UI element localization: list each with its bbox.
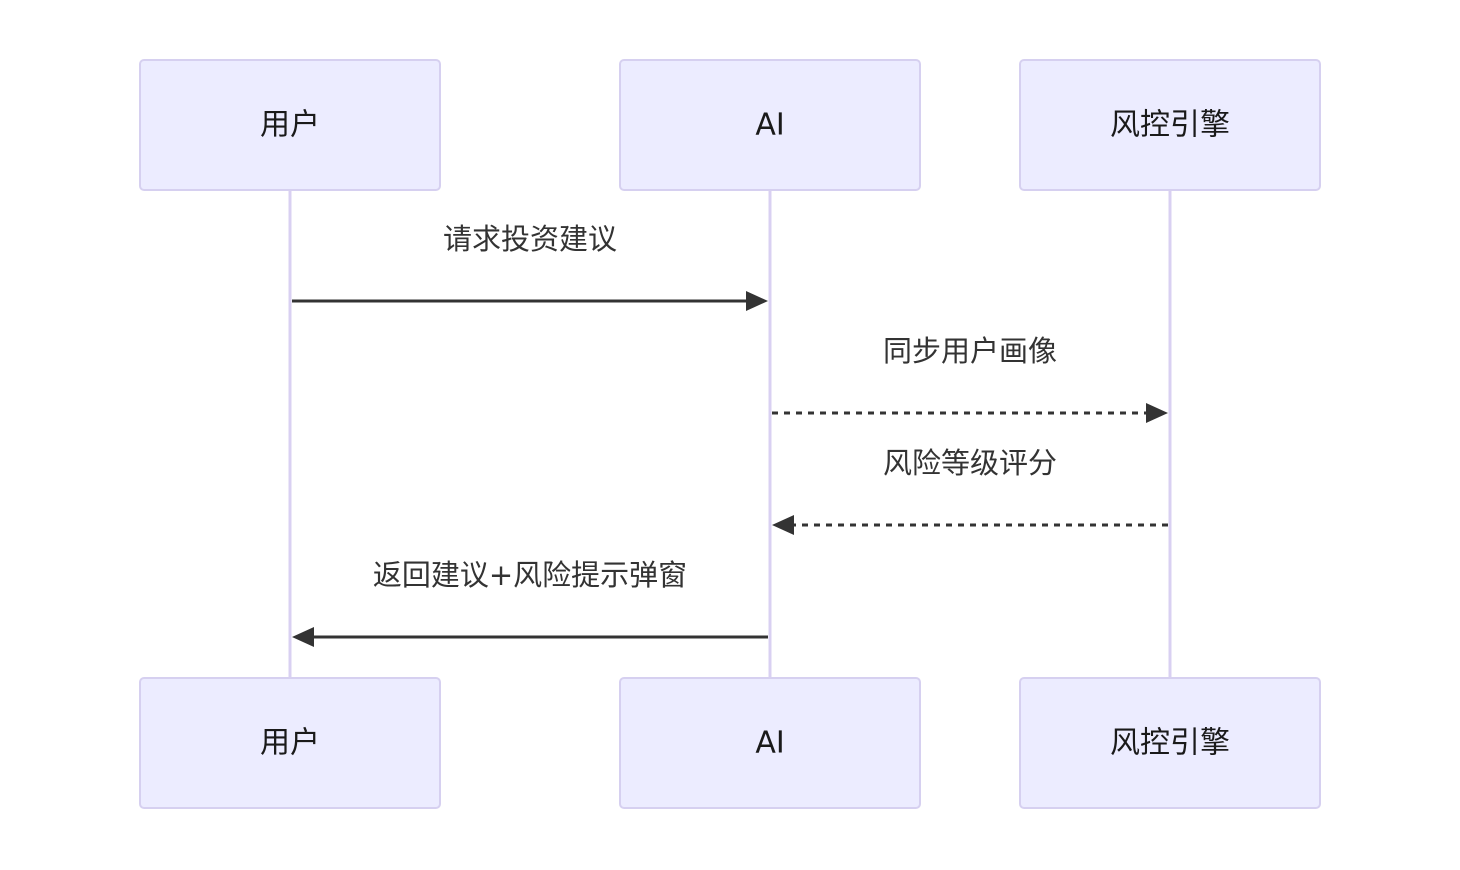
actor-box-user-top: [139, 59, 441, 191]
message-3: 风险等级评分: [772, 446, 1168, 535]
arrowhead-icon: [746, 291, 768, 311]
arrowhead-icon: [772, 515, 794, 535]
actor-label-risk-bottom: 风控引擎: [1110, 726, 1230, 761]
actor-box-risk-bottom: [1019, 677, 1321, 809]
actor-box-ai-bottom: [619, 677, 921, 809]
arrowhead-icon: [292, 627, 314, 647]
actor-label-user-bottom: 用户: [260, 726, 320, 761]
message-label-4: 返回建议+风险提示弹窗: [373, 558, 687, 592]
actor-label-ai-top: AI: [755, 108, 784, 143]
actor-label-ai-bottom: AI: [755, 726, 784, 761]
message-label-2: 同步用户画像: [883, 334, 1057, 368]
actor-risk-bottom: 风控引擎: [1019, 677, 1321, 809]
actor-label-risk-top: 风控引擎: [1110, 108, 1230, 143]
actor-ai-top: AI: [619, 59, 921, 191]
actor-box-ai-top: [619, 59, 921, 191]
actor-risk-top: 风控引擎: [1019, 59, 1321, 191]
lifelines: [288, 190, 1172, 678]
actor-user-bottom: 用户: [139, 677, 441, 809]
actor-ai-bottom: AI: [619, 677, 921, 809]
message-4: 返回建议+风险提示弹窗: [292, 558, 768, 647]
message-1: 请求投资建议: [292, 222, 768, 311]
actor-label-user-top: 用户: [260, 108, 320, 143]
actors-bottom: 用户 AI 风控引擎: [139, 677, 1321, 809]
message-label-1: 请求投资建议: [443, 222, 617, 256]
actor-user-top: 用户: [139, 59, 441, 191]
arrowhead-icon: [1146, 403, 1168, 423]
actor-box-user-bottom: [139, 677, 441, 809]
message-label-3: 风险等级评分: [883, 446, 1057, 480]
actor-box-risk-top: [1019, 59, 1321, 191]
actors-top: 用户 AI 风控引擎: [139, 59, 1321, 191]
message-2: 同步用户画像: [772, 334, 1168, 423]
